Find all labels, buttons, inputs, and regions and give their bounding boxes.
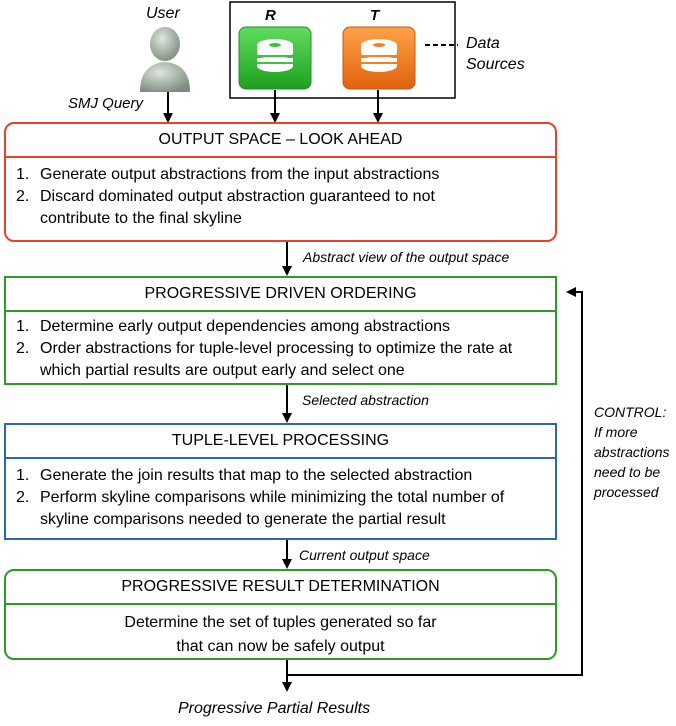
current-output-label: Current output space (299, 547, 430, 563)
control-line: need to be (594, 464, 661, 480)
result-determination-title: PROGRESSIVE RESULT DETERMINATION (121, 578, 440, 595)
output-space-item: 1.Generate output abstractions from the … (16, 166, 440, 183)
data-sources-label: Data Sources (466, 33, 525, 75)
abstract-view-label: Abstract view of the output space (303, 249, 510, 265)
output-space-title: OUTPUT SPACE – LOOK AHEAD (158, 131, 403, 148)
final-output-label: Progressive Partial Results (178, 700, 371, 717)
control-line: CONTROL: (594, 404, 667, 420)
data-sources-line1: Data (466, 35, 500, 52)
tuple-processing-title: TUPLE-LEVEL PROCESSING (171, 432, 390, 449)
result-determination-line1: Determine the set of tuples generated so… (124, 614, 437, 631)
result-determination-box: PROGRESSIVE RESULT DETERMINATION Determi… (4, 569, 557, 660)
selected-abstraction-label: Selected abstraction (302, 392, 429, 408)
result-determination-divider (6, 603, 555, 605)
tuple-item: 1.Generate the join results that map to … (16, 467, 473, 484)
data-sources-frame (229, 1, 456, 99)
progressive-ordering-title: PROGRESSIVE DRIVEN ORDERING (144, 285, 417, 302)
control-label: CONTROL: If more abstractions need to be… (594, 402, 669, 502)
progressive-ordering-divider (6, 310, 555, 312)
tuple-item: 2.Perform skyline comparisons while mini… (16, 489, 505, 528)
tuple-processing-box: TUPLE-LEVEL PROCESSING 1.Generate the jo… (4, 423, 557, 540)
control-line: abstractions (594, 444, 670, 460)
data-sources-line2: Sources (466, 56, 525, 73)
ordering-item: 2.Order abstractions for tuple-level pro… (16, 340, 513, 379)
tuple-processing-divider (6, 457, 555, 459)
result-determination-text: Determine the set of tuples generated so… (6, 611, 555, 659)
source-t-label: T (370, 7, 380, 24)
progressive-ordering-box: PROGRESSIVE DRIVEN ORDERING 1.Determine … (4, 276, 557, 385)
ordering-item: 1.Determine early output dependencies am… (16, 318, 451, 335)
source-r-label: R (265, 7, 276, 24)
smj-query-label: SMJ Query (68, 95, 144, 112)
control-line: If more (594, 424, 638, 440)
output-space-item: 2.Discard dominated output abstraction g… (16, 188, 435, 227)
output-space-divider (6, 156, 555, 158)
user-label: User (146, 5, 180, 22)
control-line: processed (594, 484, 659, 500)
result-determination-line2: that can now be safely output (176, 638, 385, 655)
output-space-box: OUTPUT SPACE – LOOK AHEAD 1.Generate out… (4, 122, 557, 242)
